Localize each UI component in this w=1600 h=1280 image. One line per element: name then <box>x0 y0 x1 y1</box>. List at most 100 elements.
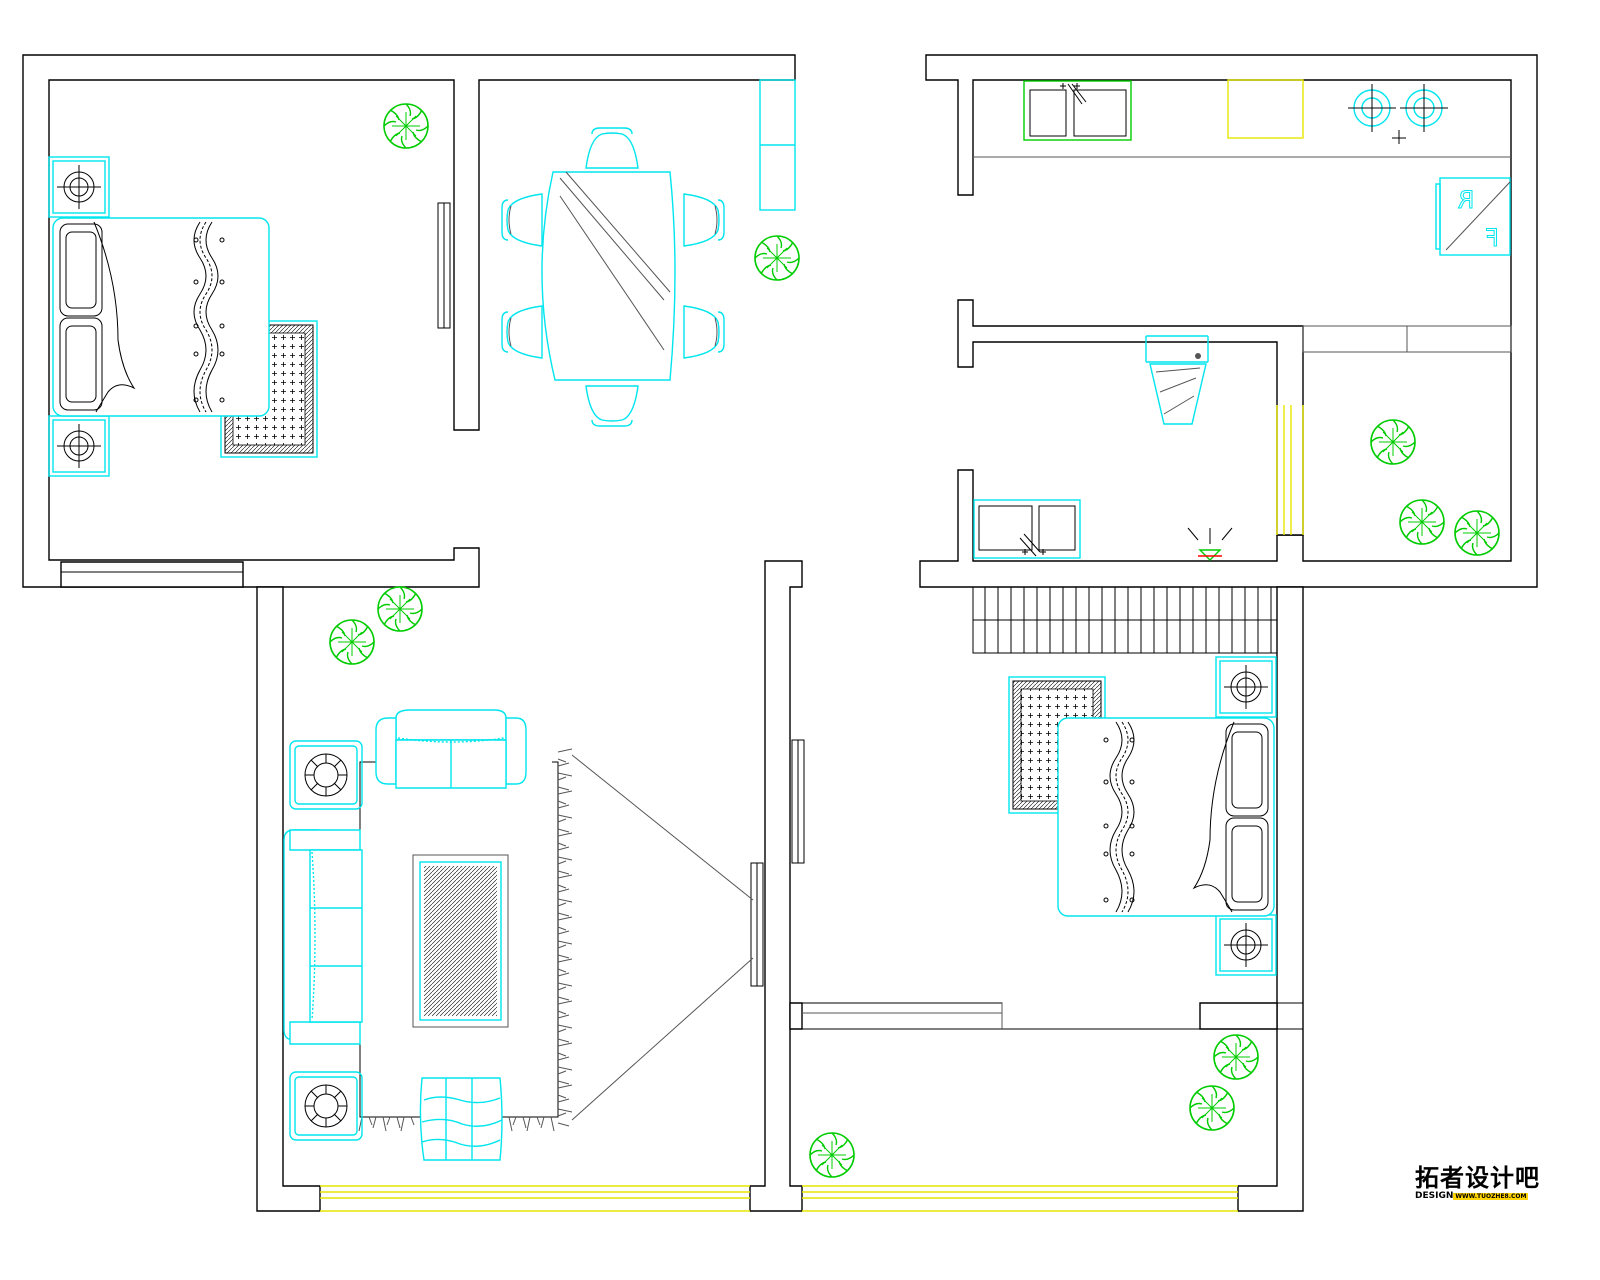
fringe-strand <box>400 1116 405 1132</box>
fridge-mark-r: R <box>1458 186 1475 214</box>
fringe-strand <box>540 1116 545 1129</box>
plant-icon <box>809 1132 855 1178</box>
tv-view-lines <box>571 754 754 1121</box>
logo-url: WWW.TUOZHE8.COM <box>1453 1192 1529 1200</box>
wash-basin <box>973 499 1081 559</box>
fringe-strand <box>557 790 573 795</box>
dining <box>501 127 800 427</box>
plant-icon <box>1213 1034 1259 1080</box>
fringe-strand <box>557 888 570 893</box>
nightstand-icon <box>48 156 110 218</box>
fringe-strand <box>557 898 573 903</box>
fringe-strand <box>508 1116 513 1132</box>
pillow <box>59 223 103 317</box>
plant-icon <box>329 619 375 665</box>
fringe-strand <box>557 786 570 791</box>
fringe-strand <box>557 916 573 921</box>
window-bath <box>1276 405 1304 535</box>
fringe-strand <box>557 986 567 991</box>
pillow <box>1225 817 1269 911</box>
plant-icon <box>377 586 423 632</box>
wall-living-right <box>749 560 803 1212</box>
fringe-strand <box>557 1094 567 1099</box>
end-table-icon <box>289 1071 363 1141</box>
fringe-strand <box>557 972 570 977</box>
plant-icon <box>1189 1085 1235 1131</box>
chair-icon <box>585 127 639 169</box>
plant-icon <box>754 235 800 281</box>
pillow <box>59 317 103 411</box>
fringe-strand <box>396 1116 401 1129</box>
sofa-top <box>375 709 552 790</box>
fringe-strand <box>557 958 573 963</box>
nightstand-icon <box>1215 656 1277 718</box>
pillow <box>1225 723 1269 817</box>
logo-sub-prefix: DESIGN <box>1415 1191 1454 1201</box>
logo-text: 拓者设计吧 <box>1415 1164 1540 1192</box>
fringe-strand <box>557 832 573 837</box>
fringe-strand <box>557 1112 567 1117</box>
fringe-strand <box>550 1116 555 1132</box>
fringe-strand <box>557 874 573 879</box>
coffee-table <box>412 854 509 1028</box>
fringe-strand <box>557 748 573 753</box>
dining-table <box>541 171 676 381</box>
plant-icon <box>1454 510 1500 556</box>
stove-icon <box>1348 84 1448 144</box>
fringe-strand <box>557 1066 573 1071</box>
chair-icon <box>501 305 543 359</box>
windows <box>320 79 1304 1212</box>
fringe-strand <box>557 1052 567 1057</box>
rug-fringe <box>358 1116 555 1132</box>
blanket-fold <box>93 221 136 413</box>
fringe-strand <box>557 1070 567 1075</box>
fringe-strand <box>368 1116 373 1126</box>
chair-icon <box>585 385 639 427</box>
fringe-strand <box>557 800 567 805</box>
fringe-strand <box>557 870 570 875</box>
end-table-icon <box>289 740 363 810</box>
fringe-strand <box>557 762 570 767</box>
stair-steps <box>984 587 1272 653</box>
sofa-left <box>283 829 363 1045</box>
fridge-icon: R F <box>1435 177 1511 256</box>
fringe-strand <box>536 1116 541 1126</box>
ottoman <box>419 1077 503 1161</box>
fringe-strand <box>557 1042 573 1047</box>
stairs <box>972 586 1278 654</box>
bed <box>1057 717 1275 917</box>
fringe-strand <box>557 776 567 781</box>
fringe-strand <box>557 1000 573 1005</box>
living-room <box>283 586 754 1161</box>
fringe-strand <box>557 902 567 907</box>
fringe-strand <box>522 1116 527 1129</box>
fringe-strand <box>557 846 570 851</box>
fringe-strand <box>512 1116 517 1126</box>
fringe-strand <box>557 982 573 987</box>
fringe-strand <box>557 996 570 1001</box>
fringe-strand <box>557 884 567 889</box>
fringe-strand <box>557 856 573 861</box>
fringe-strand <box>557 1084 573 1089</box>
fringe-strand <box>557 1098 570 1103</box>
sink <box>1023 80 1132 141</box>
fringe-strand <box>557 1010 567 1015</box>
chair-icon <box>683 193 725 247</box>
fridge-mark-f: F <box>1485 224 1499 252</box>
fringe-strand <box>557 940 573 945</box>
bedroom-2 <box>809 656 1277 1178</box>
plant-icon <box>383 103 429 149</box>
bedroom-1 <box>48 103 429 477</box>
nightstand-icon <box>1215 914 1277 976</box>
fringe-strand <box>557 912 570 917</box>
wall-top-left <box>22 54 796 588</box>
fringe-strand <box>557 1038 570 1043</box>
plant-icon <box>1399 499 1445 545</box>
window-living <box>320 1185 750 1212</box>
fringe-strand <box>386 1116 391 1126</box>
fringe-strand <box>526 1116 531 1132</box>
fringe-strand <box>557 944 567 949</box>
fringe-strand <box>557 1122 570 1127</box>
fringe-strand <box>557 1028 567 1033</box>
